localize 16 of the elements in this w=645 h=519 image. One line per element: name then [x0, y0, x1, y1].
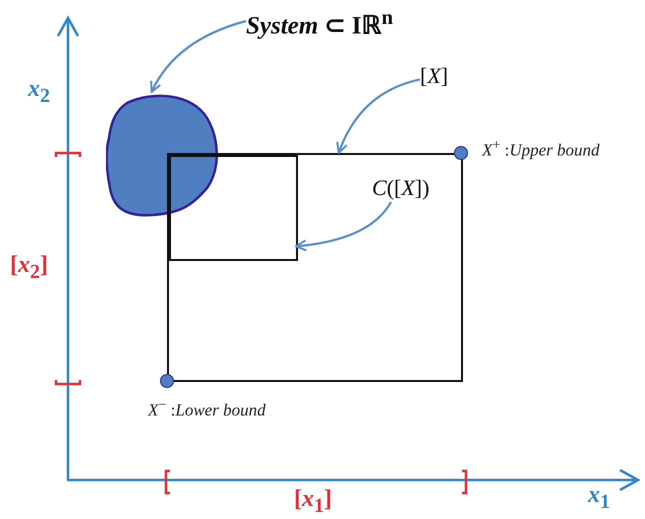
axis-label: x$_{2}$ — [28, 76, 50, 107]
bound-point — [454, 146, 468, 160]
system-region — [106, 92, 220, 218]
axis-label: x$_{1}$ — [588, 482, 610, 513]
rectangle — [169, 155, 298, 261]
curved-arrow — [150, 20, 246, 93]
bound-label: X$^{+}$ :Upper bound — [482, 138, 600, 160]
math-label: [X] — [420, 64, 454, 92]
axis-label: [x$_{2}$] — [10, 252, 48, 283]
axis-label: [x$_{1}$] — [294, 486, 332, 517]
rectangle — [167, 153, 463, 382]
bound-point — [160, 374, 174, 388]
curved-arrow — [295, 201, 392, 252]
bound-label: X$^{−}$ :Lower bound — [148, 398, 266, 420]
curved-arrow — [336, 78, 420, 154]
math-label: C([X]) — [372, 176, 442, 204]
